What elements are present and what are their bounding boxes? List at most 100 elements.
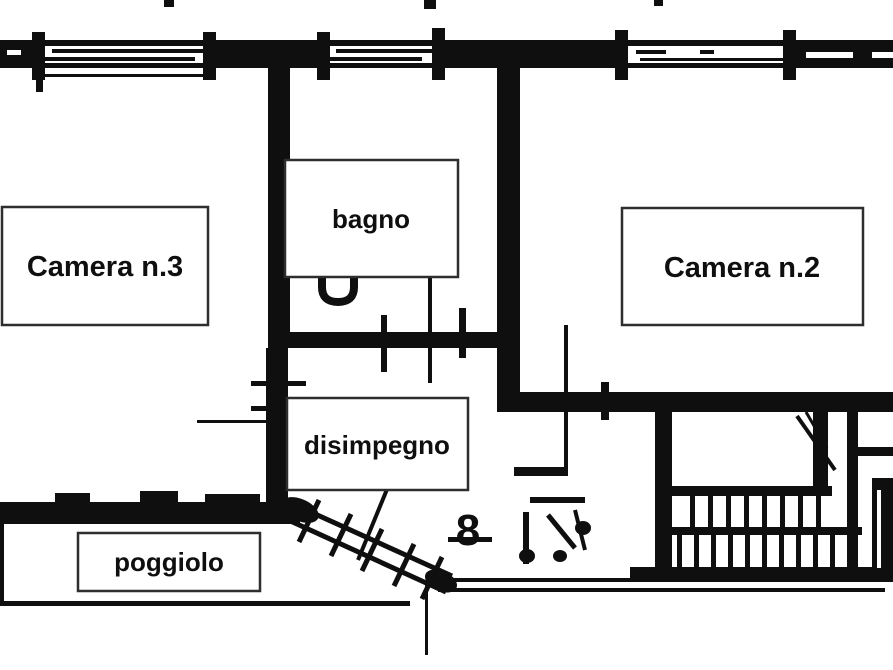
scan-speck [205, 494, 260, 502]
stair-tread [762, 534, 767, 570]
terrace-lines [432, 567, 893, 592]
door-swing-line [795, 414, 837, 472]
stair-tread [708, 496, 713, 529]
scan-blob [553, 550, 567, 562]
wall-slit [877, 490, 881, 568]
stair-number: 8 [448, 506, 492, 555]
stair-tread [726, 496, 731, 529]
stair-tread [690, 496, 695, 529]
stair-tread [391, 542, 417, 588]
wall-camera2-corridor [520, 392, 893, 412]
poggiolo-label-box [76, 531, 262, 593]
diagonal-stairs-icon [281, 481, 458, 655]
stair-tread [745, 534, 750, 570]
staircase-icon [655, 411, 893, 578]
stair-tread [694, 534, 699, 570]
scan-speck [654, 0, 663, 6]
door-tick [381, 315, 387, 372]
balcony-parapet [0, 601, 410, 606]
window-slit [872, 52, 893, 58]
window-jamb [783, 30, 796, 80]
stair-tread [328, 512, 354, 558]
bagno-label: bagno [332, 204, 410, 234]
stair-tread [796, 534, 801, 570]
door-tick [251, 406, 306, 411]
door-opening-line [197, 420, 267, 423]
stair-tread [711, 534, 716, 570]
room-labels: Camera n.3 bagno Camera n.2 disimpegno p… [0, 158, 865, 593]
room-number-8: 8 [456, 506, 480, 555]
stair-tread [744, 496, 749, 529]
window-jamb [32, 32, 45, 80]
edge-wall-block [872, 478, 893, 578]
corridor-fixture-marks [519, 497, 591, 564]
window-slit [7, 50, 21, 55]
stair-tread [728, 534, 733, 570]
window-jamb [203, 32, 216, 80]
underline [448, 537, 492, 542]
camera2-label: Camera n.2 [664, 252, 820, 284]
window-jamb [317, 32, 330, 80]
scan-mark [546, 513, 577, 550]
scan-blob [281, 497, 319, 523]
wall-bagno-disimpegno [290, 332, 497, 348]
stair-stringer [655, 527, 862, 535]
stair-right-wall [847, 412, 858, 575]
toilet-icon [318, 271, 358, 307]
door-leaf-line [428, 277, 432, 383]
stair-tread [780, 496, 785, 529]
wall-camera3-disimpegno [266, 348, 288, 510]
scan-speck [424, 0, 436, 9]
stair-tread [359, 527, 385, 573]
camera3-label-box [0, 205, 210, 327]
interior-walls [197, 66, 893, 510]
stair-tread [798, 496, 803, 529]
stair-rail-line [356, 481, 392, 561]
window-slit [806, 52, 853, 58]
scan-blob [519, 549, 535, 563]
window-sill [45, 74, 203, 77]
door-swing-line [804, 411, 829, 449]
stair-rail [655, 486, 832, 496]
stair-stringer [284, 516, 448, 595]
wall-balcony [0, 502, 300, 524]
window-icon [32, 32, 216, 92]
balcony-side-line [0, 502, 4, 606]
terrace-edge [438, 588, 885, 592]
stair-tread [813, 534, 818, 570]
disimpegno-label: disimpegno [304, 430, 450, 460]
scan-mark [530, 497, 585, 503]
window-jamb [615, 30, 628, 80]
scan-blob [575, 521, 591, 535]
door-leaf-line [564, 325, 568, 475]
stair-tread [779, 534, 784, 570]
stair-tread [677, 534, 682, 570]
window-icon [615, 30, 796, 80]
window-icon [317, 28, 445, 80]
door-tick [251, 381, 306, 386]
disimpegno-label-box [285, 396, 470, 492]
balcony [0, 491, 410, 606]
scan-speck [164, 0, 174, 7]
door-tick [601, 382, 609, 420]
wall-stub [858, 447, 893, 456]
top-exterior-wall [0, 0, 893, 92]
wall-bagno-camera2 [497, 66, 520, 412]
poggiolo-label: poggiolo [114, 547, 224, 577]
stair-tread [762, 496, 767, 529]
bagno-label-box [283, 158, 460, 279]
door-tick [459, 308, 466, 358]
stair-stringer [291, 501, 454, 579]
landing-edge-line [425, 585, 428, 655]
door-leaf-foot [514, 467, 568, 476]
stair-tread [830, 534, 835, 570]
camera3-label: Camera n.3 [27, 251, 183, 283]
camera2-label-box [620, 206, 865, 327]
wall-below-stair [630, 567, 893, 580]
scan-speck [140, 491, 178, 502]
stair-tread [816, 496, 821, 529]
scan-mark [523, 512, 529, 564]
scan-speck [55, 493, 90, 502]
